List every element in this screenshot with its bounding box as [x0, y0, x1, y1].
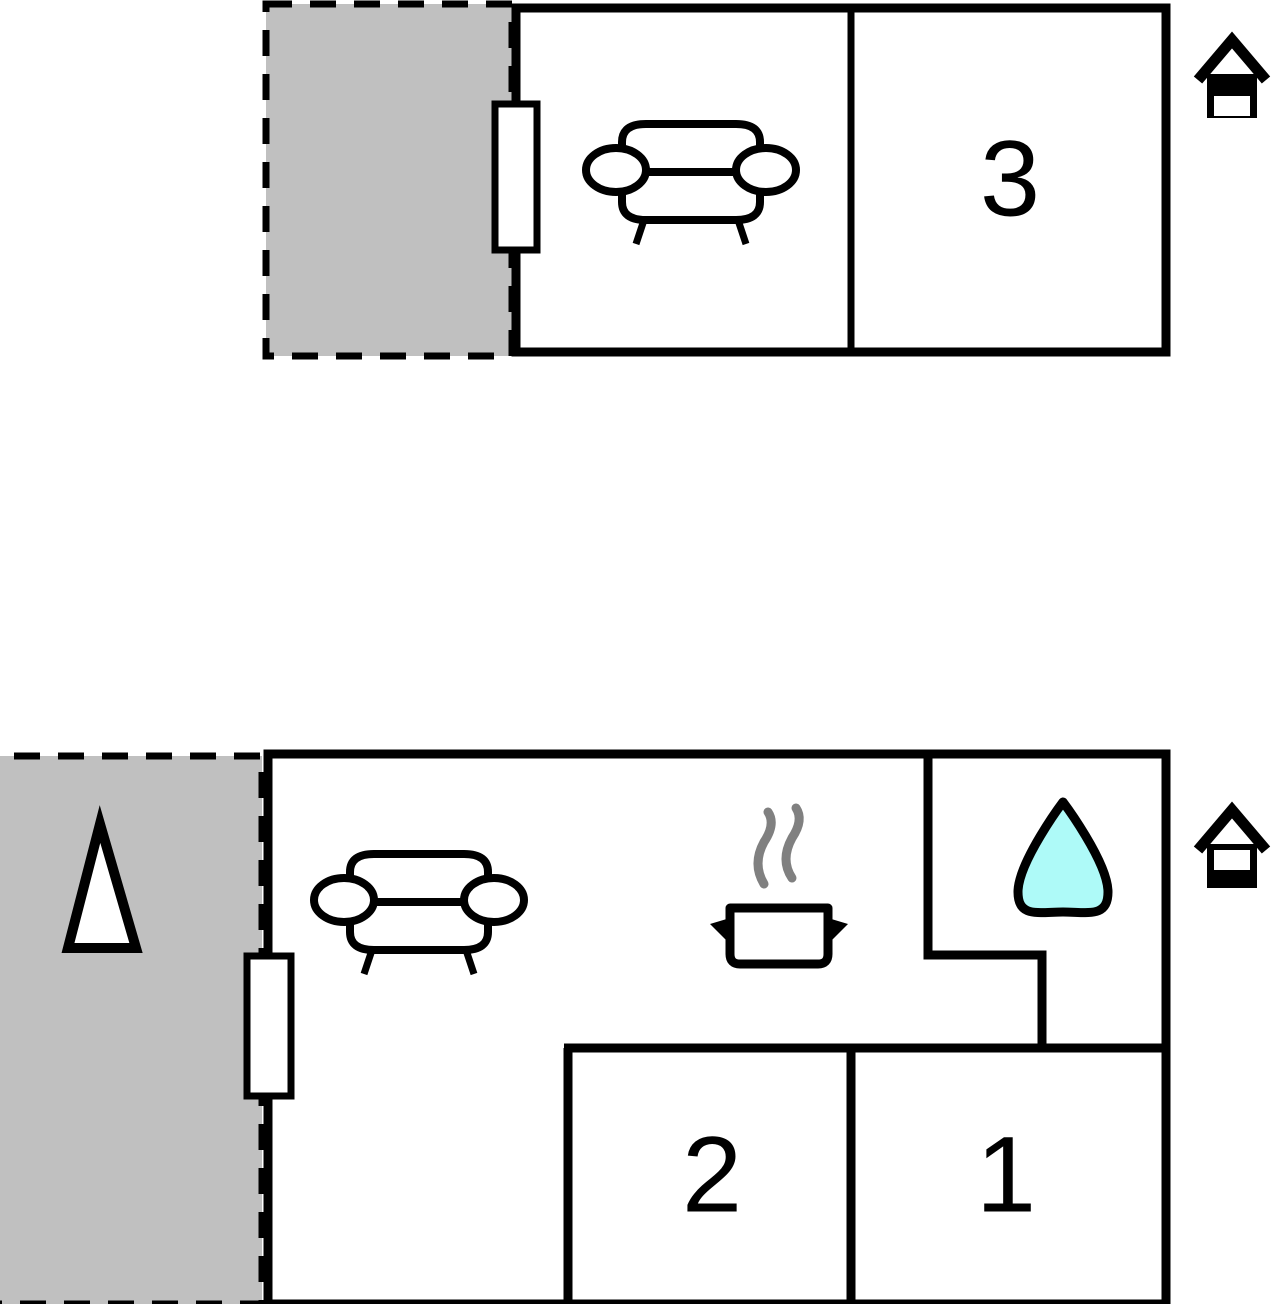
room-3-number: 3: [980, 118, 1040, 239]
room-1-number: 1: [976, 1114, 1036, 1235]
sofa-icon: [310, 850, 528, 976]
upper-terrace: [262, 0, 516, 360]
ground-floor-group: 2 1: [0, 749, 1271, 1304]
upper-entrance-door: [491, 100, 541, 254]
wall-bathroom: [923, 754, 1047, 1050]
ground-entrance-door: [243, 952, 295, 1100]
cooking-pot-icon: [710, 803, 848, 969]
ground-terrace: [0, 752, 266, 1304]
sofa-icon: [582, 120, 800, 246]
upper-floor-group: 3: [262, 0, 1271, 360]
house-upper-floor-icon: [1193, 31, 1271, 118]
room-2-number: 2: [682, 1114, 742, 1235]
water-drop-icon: [1013, 797, 1113, 918]
house-ground-floor-icon: [1193, 801, 1271, 888]
parasol-icon: [61, 805, 143, 953]
